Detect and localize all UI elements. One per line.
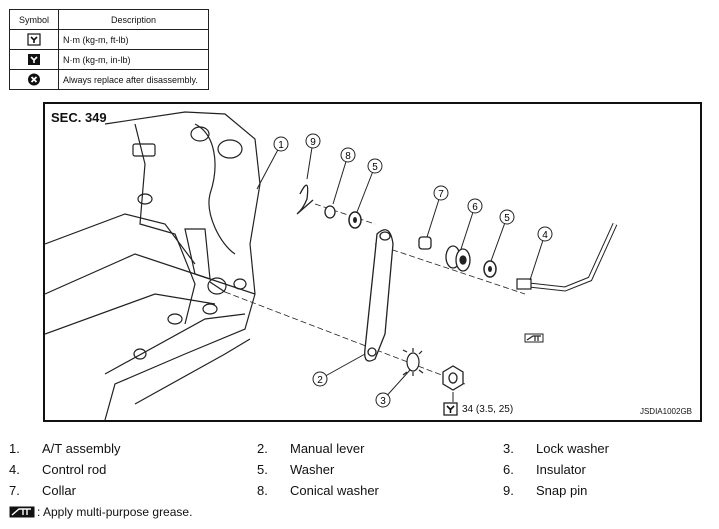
diagram-artwork: 1 2 3 4 5 5 6 7 8 (45, 111, 618, 420)
legend-description: Always replace after disassembly. (58, 69, 209, 90)
callout-5a: 5 (372, 162, 378, 173)
parts-list: 1.A/T assembly 2.Manual lever 3.Lock was… (9, 441, 609, 498)
nut (442, 365, 464, 391)
insulator (445, 245, 471, 272)
symbol-legend-table: Symbol Description N·m (kg-m, ft-lb) N·m… (9, 9, 209, 90)
manual-lever (364, 229, 394, 362)
legend-row: Always replace after disassembly. (9, 69, 209, 90)
snap-pin (296, 184, 314, 215)
torque-wrench-inlb-icon (28, 54, 40, 65)
legend-header-description: Description (58, 9, 209, 30)
callout-9: 9 (310, 137, 316, 148)
callout-2: 2 (317, 375, 323, 386)
at-assembly-body (104, 111, 261, 420)
collar (418, 236, 432, 250)
torque-wrench-icon (443, 402, 458, 416)
legend-description: N·m (kg-m, in-lb) (58, 49, 209, 70)
lock-washer (402, 348, 424, 376)
figure-code: JSDIA1002GB (639, 407, 692, 416)
always-replace-icon (28, 73, 40, 86)
legend-description: N·m (kg-m, ft-lb) (58, 29, 209, 50)
grease-symbol (524, 333, 544, 343)
grease-note: : Apply multi-purpose grease. (9, 505, 192, 519)
torque-wrench-icon (27, 33, 41, 46)
conical-washer (324, 205, 336, 219)
callout-4: 4 (542, 230, 548, 241)
callout-6: 6 (472, 202, 478, 213)
callout-8: 8 (345, 151, 351, 162)
callout-5b: 5 (504, 213, 510, 224)
legend-row: N·m (kg-m, in-lb) (9, 49, 209, 70)
exploded-diagram: SEC. 349 (43, 102, 702, 422)
torque-spec: 34 (3.5, 25) (443, 402, 513, 416)
legend-row: N·m (kg-m, ft-lb) (9, 29, 209, 50)
grease-note-text: : Apply multi-purpose grease. (37, 505, 193, 519)
callout-1: 1 (278, 140, 284, 151)
section-label: SEC. 349 (51, 110, 107, 125)
callout-7: 7 (438, 189, 444, 200)
grease-icon (9, 506, 35, 518)
torque-value: 34 (3.5, 25) (462, 403, 514, 415)
legend-header-symbol: Symbol (9, 9, 59, 30)
callout-3: 3 (380, 396, 386, 407)
